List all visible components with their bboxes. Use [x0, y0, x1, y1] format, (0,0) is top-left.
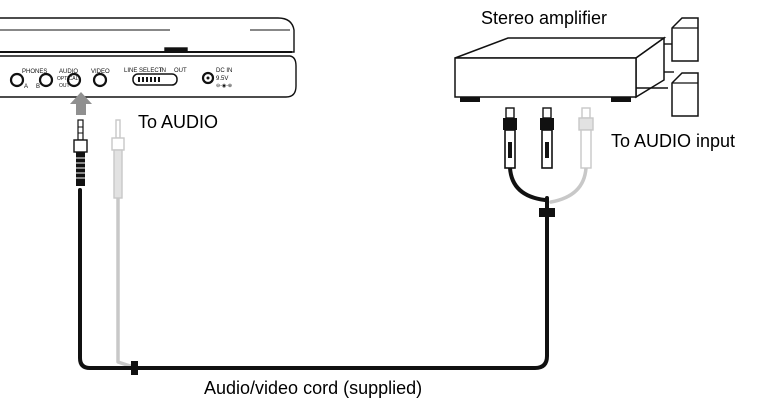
stereo-amplifier	[454, 36, 667, 102]
rca-plug-right	[540, 107, 554, 169]
voltage-label: 9.5V	[216, 76, 228, 82]
grey-video-plug	[111, 119, 125, 199]
main-black-cable	[78, 188, 549, 370]
cable-bundle	[78, 166, 588, 375]
to-audio-input-label: To AUDIO input	[611, 131, 736, 151]
phones-a-label: A	[24, 84, 28, 90]
dc-in-label: DC IN	[216, 68, 232, 74]
line-out-label: OUT	[174, 68, 187, 74]
phones-b-label: B	[36, 84, 40, 90]
black-branch-cable	[508, 166, 547, 202]
rca-plug-grey	[578, 107, 594, 169]
grey-video-cable	[116, 196, 138, 370]
optical-label: OPTICAL	[57, 76, 79, 82]
grey-branch-cable	[549, 166, 588, 204]
cable-tie-top	[539, 208, 555, 217]
audio-jack	[66, 72, 82, 88]
mini-stereo-plug	[73, 119, 88, 186]
to-audio-label: To AUDIO	[138, 112, 219, 132]
phones-label: PHONES	[22, 69, 47, 75]
phones-a-jack	[9, 72, 25, 88]
line-in-label: IN	[160, 68, 166, 74]
audio-panel-label: AUDIO	[59, 69, 78, 75]
amplifier-label: Stereo amplifier	[481, 8, 608, 28]
video-panel-label: VIDEO	[91, 69, 110, 75]
rca-plug-left	[503, 107, 517, 169]
insertion-arrow	[70, 92, 92, 115]
out-label: OUT	[59, 83, 70, 89]
speaker-top	[671, 17, 699, 62]
video-jack	[92, 72, 108, 88]
polarity-symbol: ⊖-◉-⊕	[216, 83, 232, 89]
line-select-ridges	[138, 77, 160, 82]
cord-label: Audio/video cord (supplied)	[204, 378, 423, 398]
portable-player	[0, 17, 297, 98]
line-select-label: LINE SELECT	[124, 68, 163, 74]
speaker-bottom	[671, 72, 699, 117]
player-front-panel: PHONES A B AUDIO OPTICAL OUT VIDEO LINE …	[9, 68, 232, 90]
cable-tie-bottom	[131, 361, 138, 375]
phones-b-jack	[38, 72, 54, 88]
